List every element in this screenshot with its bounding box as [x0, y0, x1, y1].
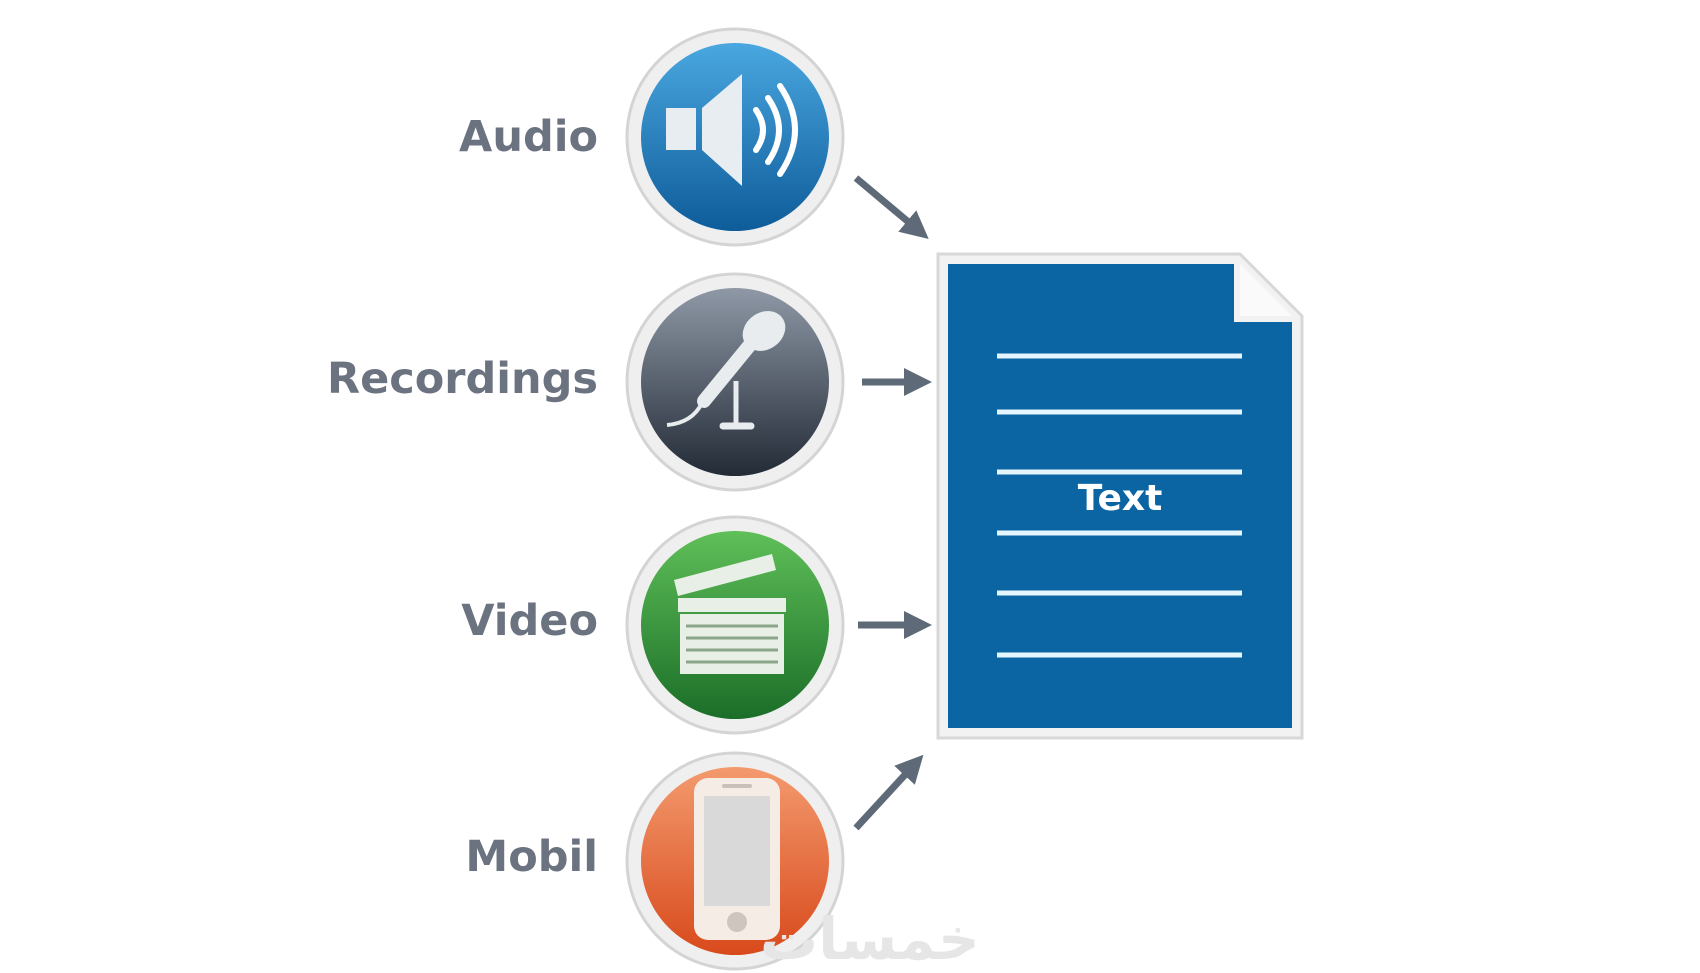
recordings-circle [625, 272, 845, 492]
label-recordings: Recordings [326, 354, 598, 404]
speaker-icon [666, 74, 798, 186]
watermark: خمسات [760, 905, 980, 973]
label-audio: Audio [459, 112, 598, 162]
text-document [936, 252, 1304, 740]
microphone-icon [666, 311, 786, 430]
label-mobil: Mobil [465, 832, 598, 882]
document-icon [936, 252, 1304, 740]
audio-circle [625, 27, 845, 247]
clapperboard-icon [674, 554, 786, 674]
mobile-phone-icon [694, 778, 780, 940]
arrow-audio [853, 175, 929, 239]
video-circle [625, 515, 845, 735]
mobil-circle [625, 751, 845, 971]
arrow-mobil [853, 754, 924, 831]
document-label: Text [1077, 478, 1163, 519]
label-video: Video [461, 596, 598, 646]
